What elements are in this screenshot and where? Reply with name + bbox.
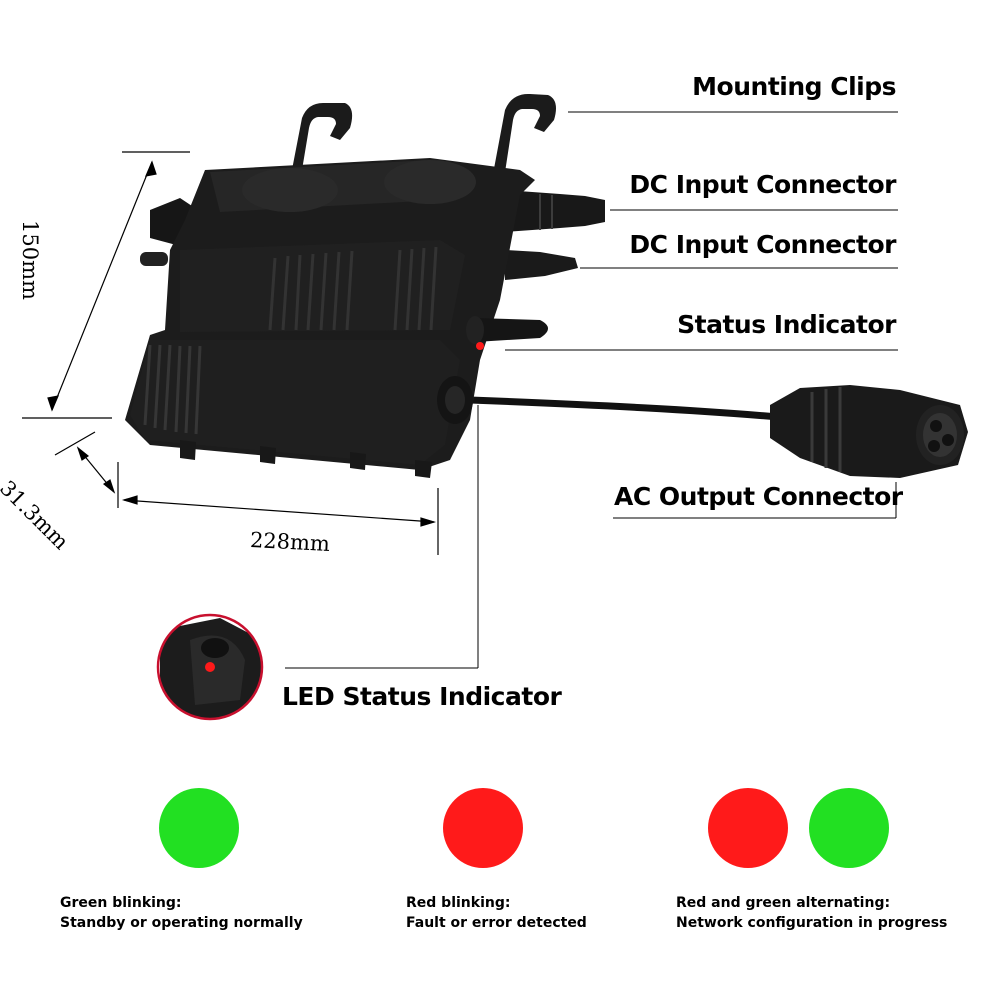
legend-text: Red and green alternating: Network confi… (676, 893, 947, 933)
legend-title: Red blinking: (406, 895, 511, 911)
red-led-icon (443, 788, 523, 868)
ac-output-connector-icon (770, 385, 968, 478)
legend-title: Green blinking: (60, 895, 182, 911)
callout-leaders (285, 111, 898, 669)
dimension-height-label: 150mm (18, 220, 42, 300)
callout-mounting-clips: Mounting Clips (692, 72, 896, 101)
dimension-lines (22, 151, 439, 555)
legend-description: Fault or error detected (406, 915, 587, 931)
green-led-icon (809, 788, 889, 868)
legend-description: Network configuration in progress (676, 915, 948, 931)
mounting-clips-icon (290, 93, 556, 192)
legend-description: Standby or operating normally (60, 915, 303, 931)
led-status-indicator-inset (156, 613, 264, 721)
callout-led-status-indicator: LED Status Indicator (282, 682, 562, 711)
inverter-body (125, 158, 548, 478)
callout-dc-input-connector-1: DC Input Connector (629, 170, 896, 199)
legend-title: Red and green alternating: (676, 895, 891, 911)
dc-input-connector-icon (140, 190, 605, 280)
green-led-icon (159, 788, 239, 868)
ac-cable (469, 396, 791, 422)
red-led-icon (708, 788, 788, 868)
callout-ac-output-connector: AC Output Connector (614, 482, 903, 511)
legend-text: Red blinking: Fault or error detected (406, 893, 587, 933)
callout-status-indicator: Status Indicator (677, 310, 896, 339)
dimension-width-label: 228mm (249, 527, 331, 557)
callout-dc-input-connector-2: DC Input Connector (629, 230, 896, 259)
legend-text: Green blinking: Standby or operating nor… (60, 893, 303, 933)
